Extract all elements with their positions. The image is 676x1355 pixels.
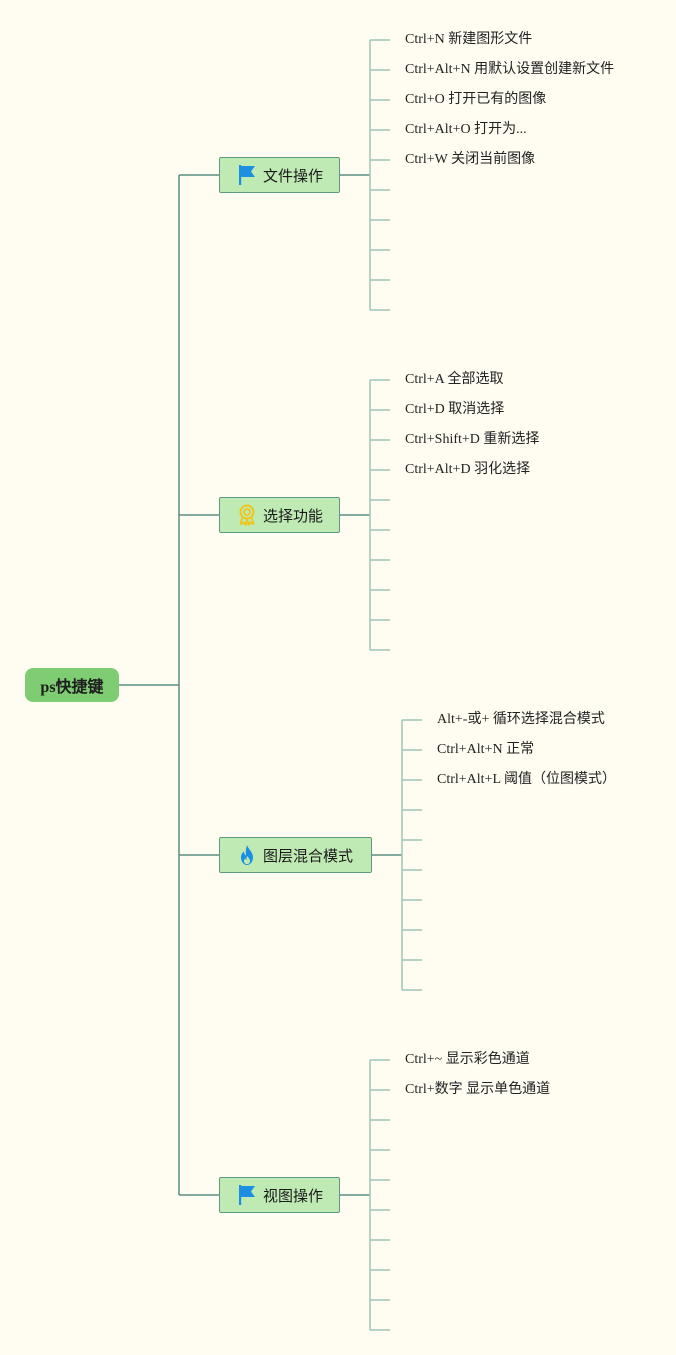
flame-icon — [236, 844, 258, 866]
branch-label: 图层混合模式 — [263, 846, 354, 865]
branch-selection-functions[interactable]: 选择功能 — [219, 497, 340, 533]
leaf-shortcut-item[interactable]: Ctrl+N 新建图形文件 — [405, 32, 533, 47]
leaf-shortcut-item[interactable]: Ctrl+Alt+N 用默认设置创建新文件 — [405, 62, 615, 77]
leaf-shortcut-item[interactable]: Ctrl+A 全部选取 — [405, 372, 504, 387]
leaf-shortcut-item[interactable]: Ctrl+O 打开已有的图像 — [405, 92, 547, 107]
leaf-shortcut-item[interactable]: Alt+-或+ 循环选择混合模式 — [437, 712, 605, 727]
branch-label: 文件操作 — [263, 166, 324, 185]
leaf-shortcut-item[interactable]: Ctrl+Alt+N 正常 — [437, 742, 535, 757]
branch-label: 选择功能 — [263, 506, 324, 525]
leaf-shortcut-item[interactable]: Ctrl+Alt+D 羽化选择 — [405, 462, 531, 477]
leaf-shortcut-item[interactable]: Ctrl+Alt+O 打开为... — [405, 122, 527, 137]
leaf-shortcut-item[interactable]: Ctrl+Shift+D 重新选择 — [405, 432, 540, 447]
flag-icon — [236, 1184, 258, 1206]
branch-label: 视图操作 — [263, 1186, 324, 1205]
award-medal-icon — [236, 504, 258, 526]
branch-view-operations[interactable]: 视图操作 — [219, 1177, 340, 1213]
leaf-shortcut-item[interactable]: Ctrl+Alt+L 阈值（位图模式） — [437, 772, 616, 787]
root-topic[interactable]: ps快捷键 — [25, 668, 119, 702]
leaf-shortcut-item[interactable]: Ctrl+W 关闭当前图像 — [405, 152, 536, 167]
root-topic-label: ps快捷键 — [40, 679, 104, 696]
leaf-shortcut-item[interactable]: Ctrl+数字 显示单色通道 — [405, 1082, 551, 1097]
leaf-shortcut-item[interactable]: Ctrl+D 取消选择 — [405, 402, 505, 417]
branch-file-operations[interactable]: 文件操作 — [219, 157, 340, 193]
flag-icon — [236, 164, 258, 186]
branch-layer-blend-modes[interactable]: 图层混合模式 — [219, 837, 372, 873]
leaf-shortcut-item[interactable]: Ctrl+~ 显示彩色通道 — [405, 1052, 530, 1067]
